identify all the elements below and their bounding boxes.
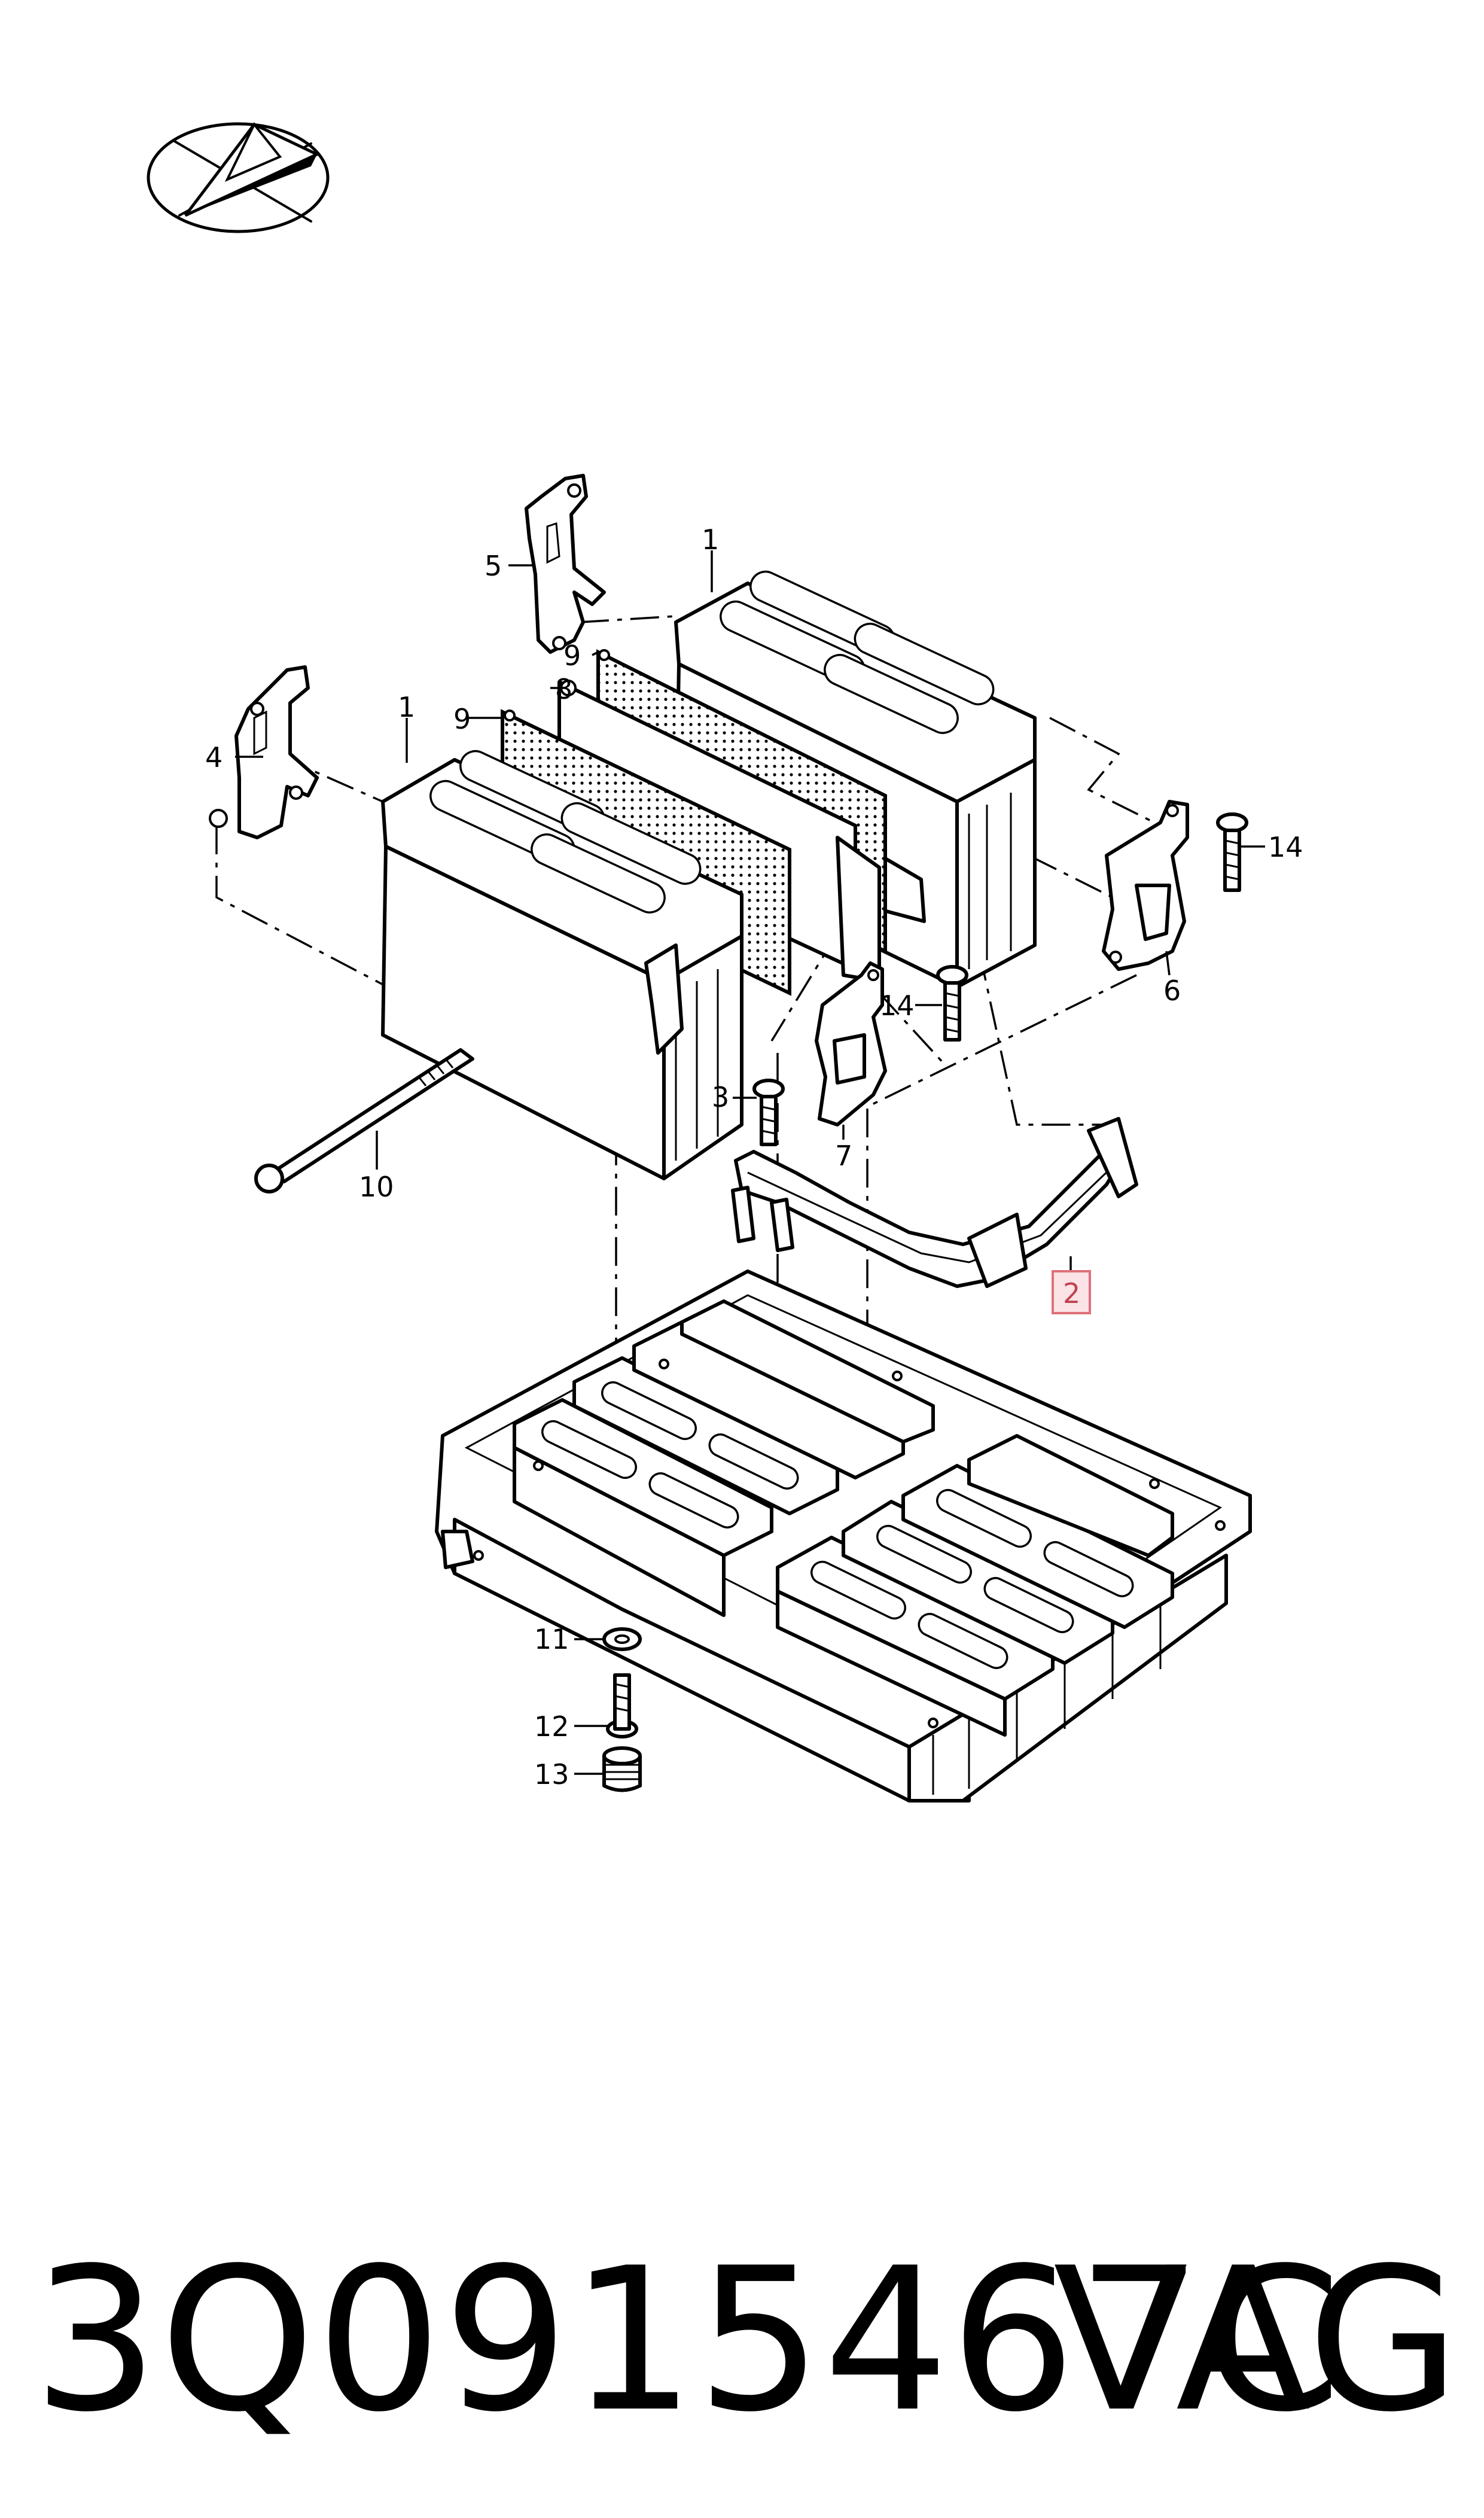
bracket-part-7 — [815, 961, 887, 1126]
callout-1-rear: 1 — [702, 523, 719, 556]
callout-2-highlighted: 2 — [1063, 1277, 1080, 1310]
callout-5: 5 — [484, 550, 502, 582]
battery-tray-housing — [435, 1269, 1252, 1803]
long-bolt-part-10 — [254, 1048, 474, 1193]
battery-module-front — [381, 750, 743, 1180]
callout-3: 3 — [712, 1081, 729, 1113]
callout-14-lower: 14 — [879, 989, 915, 1022]
part-number-text: 3Q0915467C — [33, 2225, 1343, 2455]
callout-8: 8 — [555, 673, 572, 705]
callout-leader-lines — [235, 550, 1265, 1775]
bolt-part-14-lower — [936, 965, 968, 1042]
manufacturer-logo-icon — [147, 122, 330, 233]
bolt-part-3 — [752, 1079, 785, 1146]
brand-text: VAG — [1053, 2225, 1460, 2455]
bolt-part-14-upper — [1216, 812, 1248, 892]
bracket-part-5 — [525, 474, 606, 654]
callout-7: 7 — [835, 1140, 852, 1172]
callout-11: 11 — [534, 1623, 569, 1655]
highlighted-callout-box — [1052, 1270, 1091, 1314]
callout-4: 4 — [205, 741, 223, 774]
callout-1-front: 1 — [398, 691, 415, 723]
footer-caption: 3Q0915467C VAG — [0, 2225, 1484, 2455]
coolant-pipe-part-2 — [731, 1117, 1138, 1288]
bracket-part-4 — [209, 665, 319, 839]
bracket-part-6 — [1102, 800, 1189, 971]
callout-13: 13 — [534, 1758, 569, 1791]
callout-labels: 1 1 3 4 5 6 7 8 9 9 10 11 12 13 14 14 2 — [205, 523, 1303, 1791]
callout-12: 12 — [534, 1710, 569, 1743]
nut-part-13 — [602, 1746, 642, 1792]
bolt-part-12 — [606, 1673, 638, 1738]
callout-10: 10 — [359, 1171, 394, 1203]
callout-14-upper: 14 — [1268, 831, 1303, 863]
callout-6: 6 — [1163, 975, 1181, 1007]
callout-9-rear: 9 — [563, 640, 581, 672]
washer-part-11 — [602, 1627, 642, 1651]
callout-9-front: 9 — [453, 703, 471, 735]
